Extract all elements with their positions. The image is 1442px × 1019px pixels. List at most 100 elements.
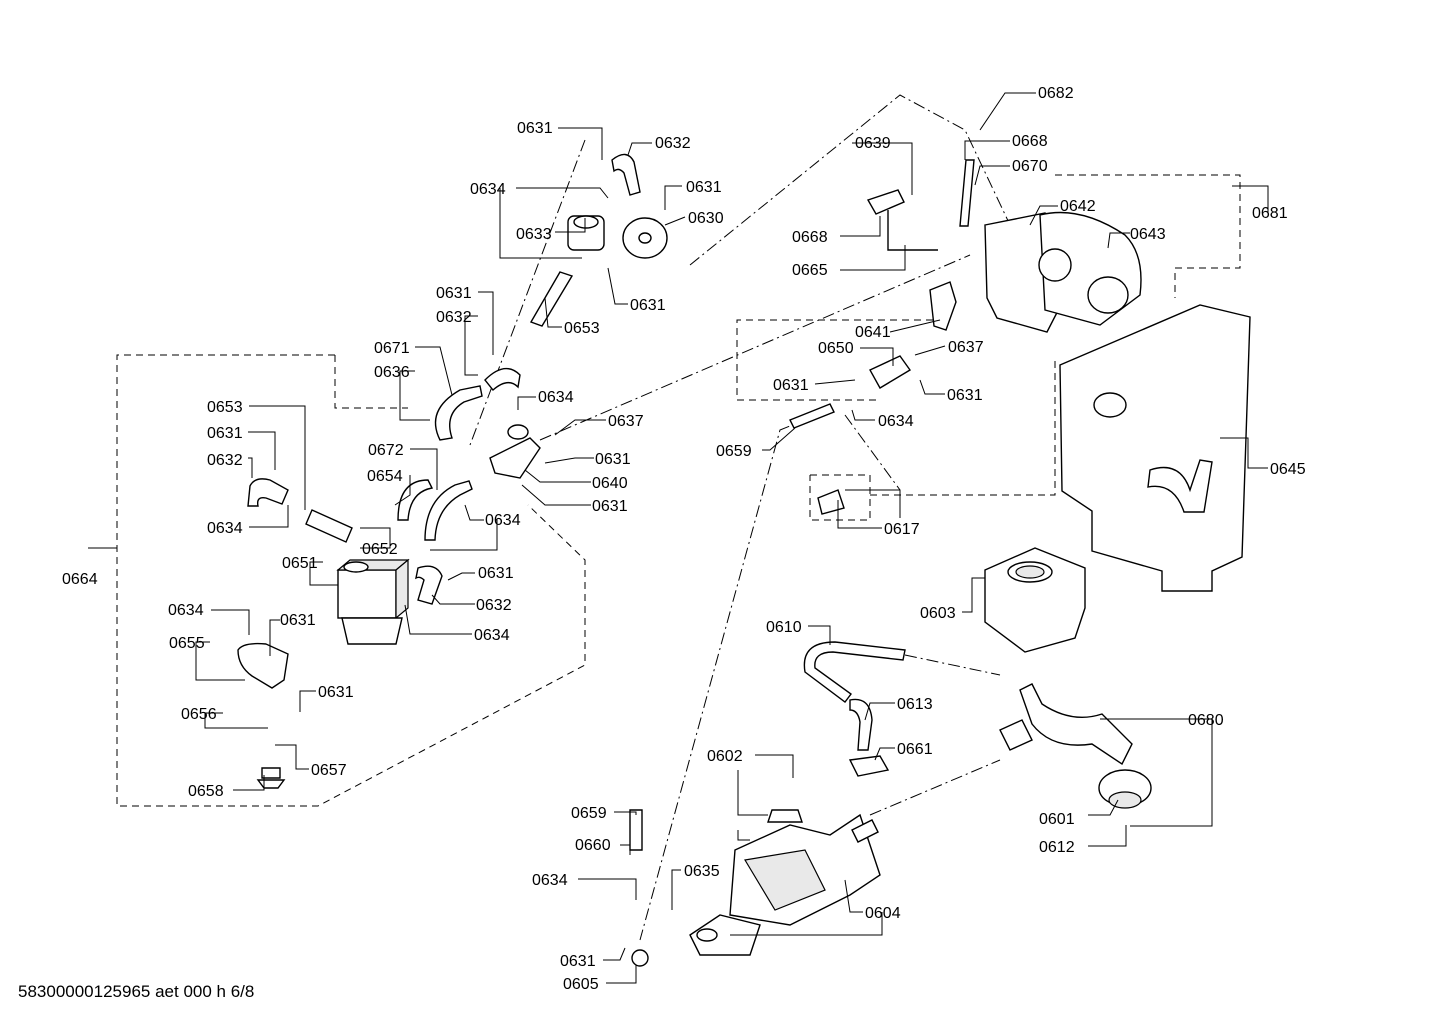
label-0634-l1: 0634 (207, 520, 243, 537)
label-0639: 0639 (855, 135, 891, 152)
label-0661: 0661 (897, 741, 933, 758)
label-0631-m3: 0631 (592, 498, 628, 515)
boundary-0681-lower (736, 319, 945, 401)
label-0668-b: 0668 (792, 229, 828, 246)
connector-mid (539, 254, 971, 441)
label-0631-t2: 0631 (686, 179, 722, 196)
boundary-0617 (809, 474, 871, 521)
label-0659: 0659 (716, 443, 752, 460)
part-labels: 0682 0639 0668 0670 0642 0681 0643 0668 … (62, 85, 1306, 993)
label-0635: 0635 (684, 863, 720, 880)
label-0631-t1: 0631 (517, 120, 553, 137)
label-0632-l: 0632 (207, 452, 243, 469)
part-0645-plate (1059, 304, 1251, 592)
label-0631-l4: 0631 (318, 684, 354, 701)
label-0605: 0605 (563, 976, 599, 993)
label-0602: 0602 (707, 748, 743, 765)
label-0641: 0641 (855, 324, 891, 341)
label-0652: 0652 (362, 541, 398, 558)
label-0659-b: 0659 (571, 805, 607, 822)
part-0654-hose (397, 479, 434, 521)
label-0631-b: 0631 (560, 953, 596, 970)
label-0637-b: 0637 (608, 413, 644, 430)
label-0634-l3: 0634 (168, 602, 204, 619)
part-0605-ball (631, 949, 649, 967)
boundary-0664-top (334, 355, 408, 409)
part-0601-pump (1098, 769, 1152, 809)
label-0656: 0656 (181, 706, 217, 723)
label-0634-r: 0634 (878, 413, 914, 430)
part-0632-top-elbow (611, 153, 641, 196)
label-0634-m2: 0634 (485, 512, 521, 529)
label-0668: 0668 (1012, 133, 1048, 150)
label-0640: 0640 (592, 475, 628, 492)
part-0602-cap (767, 809, 803, 823)
part-0653-top-tube (529, 271, 574, 327)
label-0654: 0654 (367, 468, 403, 485)
part-0641-block (929, 281, 957, 331)
part-0632-valve-elbow (415, 565, 443, 605)
label-0682: 0682 (1038, 85, 1074, 102)
connector-0604 (869, 759, 1001, 816)
label-0665: 0665 (792, 262, 828, 279)
part-0604-boiler (689, 813, 881, 956)
label-0634-b: 0634 (532, 872, 568, 889)
label-0631-r2: 0631 (947, 387, 983, 404)
label-0613: 0613 (897, 696, 933, 713)
part-0661-clamp (848, 755, 890, 777)
label-0631-t3: 0631 (630, 297, 666, 314)
part-0672-hose (424, 480, 473, 541)
label-0630: 0630 (688, 210, 724, 227)
boundary-0664 (116, 354, 586, 807)
label-0645: 0645 (1270, 461, 1306, 478)
label-0650: 0650 (818, 340, 854, 357)
label-0670: 0670 (1012, 158, 1048, 175)
label-0660: 0660 (575, 837, 611, 854)
part-0640-tee (489, 424, 541, 479)
part-0655-fitting (237, 642, 289, 689)
connector-top (469, 139, 586, 446)
part-0668-bracket (866, 189, 938, 251)
label-0680: 0680 (1188, 712, 1224, 729)
part-0659-tube (851, 819, 879, 843)
label-0634-t: 0634 (470, 181, 506, 198)
label-0658: 0658 (188, 783, 224, 800)
part-0671-hose (434, 367, 521, 441)
part-0617-clip (817, 489, 845, 515)
part-0603-tank (984, 547, 1086, 653)
part-0670-rod (959, 159, 975, 227)
label-0671: 0671 (374, 340, 410, 357)
label-0631-m2: 0631 (595, 451, 631, 468)
label-0631-r1: 0631 (773, 377, 809, 394)
label-0617: 0617 (884, 521, 920, 538)
part-0632-left-elbow (247, 478, 289, 507)
part-0642-housing (984, 211, 1142, 333)
boundary-0681 (1055, 174, 1241, 298)
label-0653-l: 0653 (207, 399, 243, 416)
part-0652-tube (305, 509, 353, 543)
part-0630-disc (622, 217, 668, 259)
connector-0617 (844, 414, 901, 491)
label-0672: 0672 (368, 442, 404, 459)
connector-0603 (904, 654, 1001, 676)
label-0653-t: 0653 (564, 320, 600, 337)
label-0632-t: 0632 (655, 135, 691, 152)
label-0642: 0642 (1060, 198, 1096, 215)
label-0612: 0612 (1039, 839, 1075, 856)
label-0632-l2: 0632 (476, 597, 512, 614)
label-0636: 0636 (374, 364, 410, 381)
label-0631-l1: 0631 (207, 425, 243, 442)
label-0657: 0657 (311, 762, 347, 779)
part-0680-hose (999, 683, 1133, 766)
connector-top-right (689, 94, 1011, 266)
boundary-0645 (870, 360, 1056, 496)
label-0631-l3: 0631 (280, 612, 316, 629)
label-0633: 0633 (516, 226, 552, 243)
part-0659-rod-upper (789, 403, 835, 429)
label-0643: 0643 (1130, 226, 1166, 243)
parts (237, 153, 1251, 967)
part-0660-sensor (629, 809, 643, 851)
label-0664: 0664 (62, 571, 98, 588)
